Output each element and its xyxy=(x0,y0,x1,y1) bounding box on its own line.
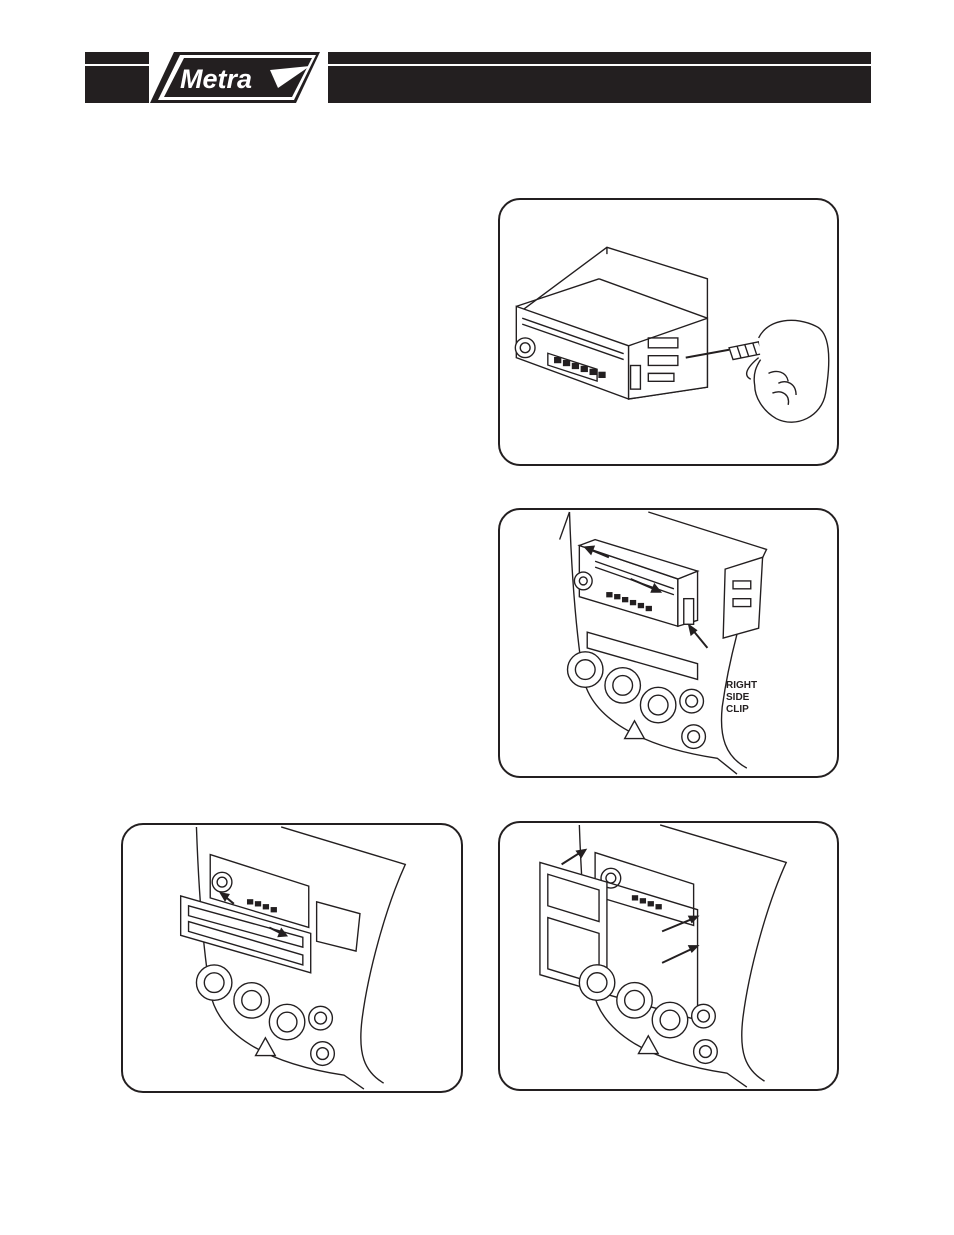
right-side-clip-label: RIGHT SIDE CLIP xyxy=(726,680,757,716)
callout-line-3: CLIP xyxy=(726,704,757,716)
figure-radio-screwdriver xyxy=(498,198,839,466)
callout-line-1: RIGHT xyxy=(726,680,757,692)
figure-trim-plate-exploded xyxy=(498,821,839,1091)
callout-line-2: SIDE xyxy=(726,692,757,704)
figure-radio-in-dash: RIGHT SIDE CLIP xyxy=(498,508,839,778)
logo-wordmark: Metra xyxy=(180,64,252,94)
header-left-block xyxy=(85,52,149,103)
figure-trim-plate-installed xyxy=(121,823,463,1093)
header-right-block xyxy=(328,52,871,103)
metra-logo: Metra xyxy=(150,52,320,103)
